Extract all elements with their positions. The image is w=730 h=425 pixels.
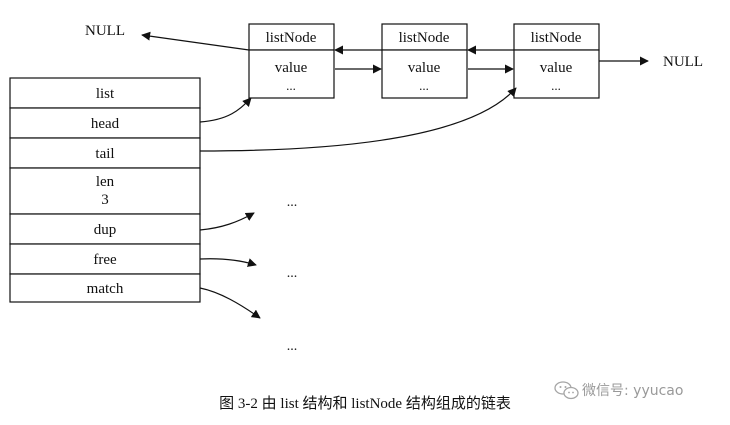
list-node-2-title: listNode [399, 30, 450, 46]
free-field-label: free [93, 252, 117, 268]
list-node-2-title-cell [381, 23, 468, 51]
list-node-2-value: value [408, 60, 441, 76]
list-node-1-more: ... [286, 78, 296, 93]
list-node-1-title: listNode [266, 30, 317, 46]
watermark-text: 微信号: yyucao [582, 383, 683, 399]
list-header-cell [9, 77, 201, 109]
match-pointer-arrow [199, 287, 261, 319]
wechat-icon [554, 381, 579, 400]
free-ellipsis: ... [287, 266, 298, 281]
head-field-label: head [91, 116, 120, 132]
list-struct: list head tail len 3 dup free match [9, 77, 201, 303]
free-cell [9, 243, 201, 275]
match-cell [9, 273, 201, 303]
len-field-label: len [96, 174, 115, 190]
dup-field-label: dup [94, 222, 117, 238]
list-node-2-body-cell [381, 49, 468, 99]
match-ellipsis: ... [287, 339, 298, 354]
dup-pointer-arrow [199, 212, 255, 231]
list-node-2-more: ... [419, 78, 429, 93]
list-node-3-body-cell [513, 49, 600, 99]
list-node-1-title-cell [248, 23, 335, 51]
tail-field-label: tail [95, 146, 114, 162]
list-header-label: list [96, 86, 115, 102]
len-field-value: 3 [101, 192, 109, 208]
list-node-2: listNode value ... [381, 23, 468, 99]
list-node-3-value: value [540, 60, 573, 76]
head-pointer-arrow [199, 97, 252, 123]
tail-pointer-arrow [199, 87, 517, 152]
figure-caption: 图 3-2 由 list 结构和 listNode 结构组成的链表 [219, 395, 511, 412]
node1-prev-to-null-arrow [141, 31, 250, 51]
list-node-3-title: listNode [531, 30, 582, 46]
head-cell [9, 107, 201, 139]
match-field-label: match [87, 281, 124, 297]
null-left-label: NULL [85, 23, 125, 39]
list-node-1: listNode value ... [248, 23, 335, 99]
list-node-3-more: ... [551, 78, 561, 93]
list-node-3: listNode value ... [513, 23, 600, 99]
free-pointer-arrow [199, 258, 257, 267]
list-node-3-title-cell [513, 23, 600, 51]
dup-ellipsis: ... [287, 195, 298, 210]
watermark: 微信号: yyucao [554, 381, 683, 400]
list-node-1-body-cell [248, 49, 335, 99]
null-right-label: NULL [663, 54, 703, 70]
list-node-1-value: value [275, 60, 308, 76]
len-cell [9, 167, 201, 215]
